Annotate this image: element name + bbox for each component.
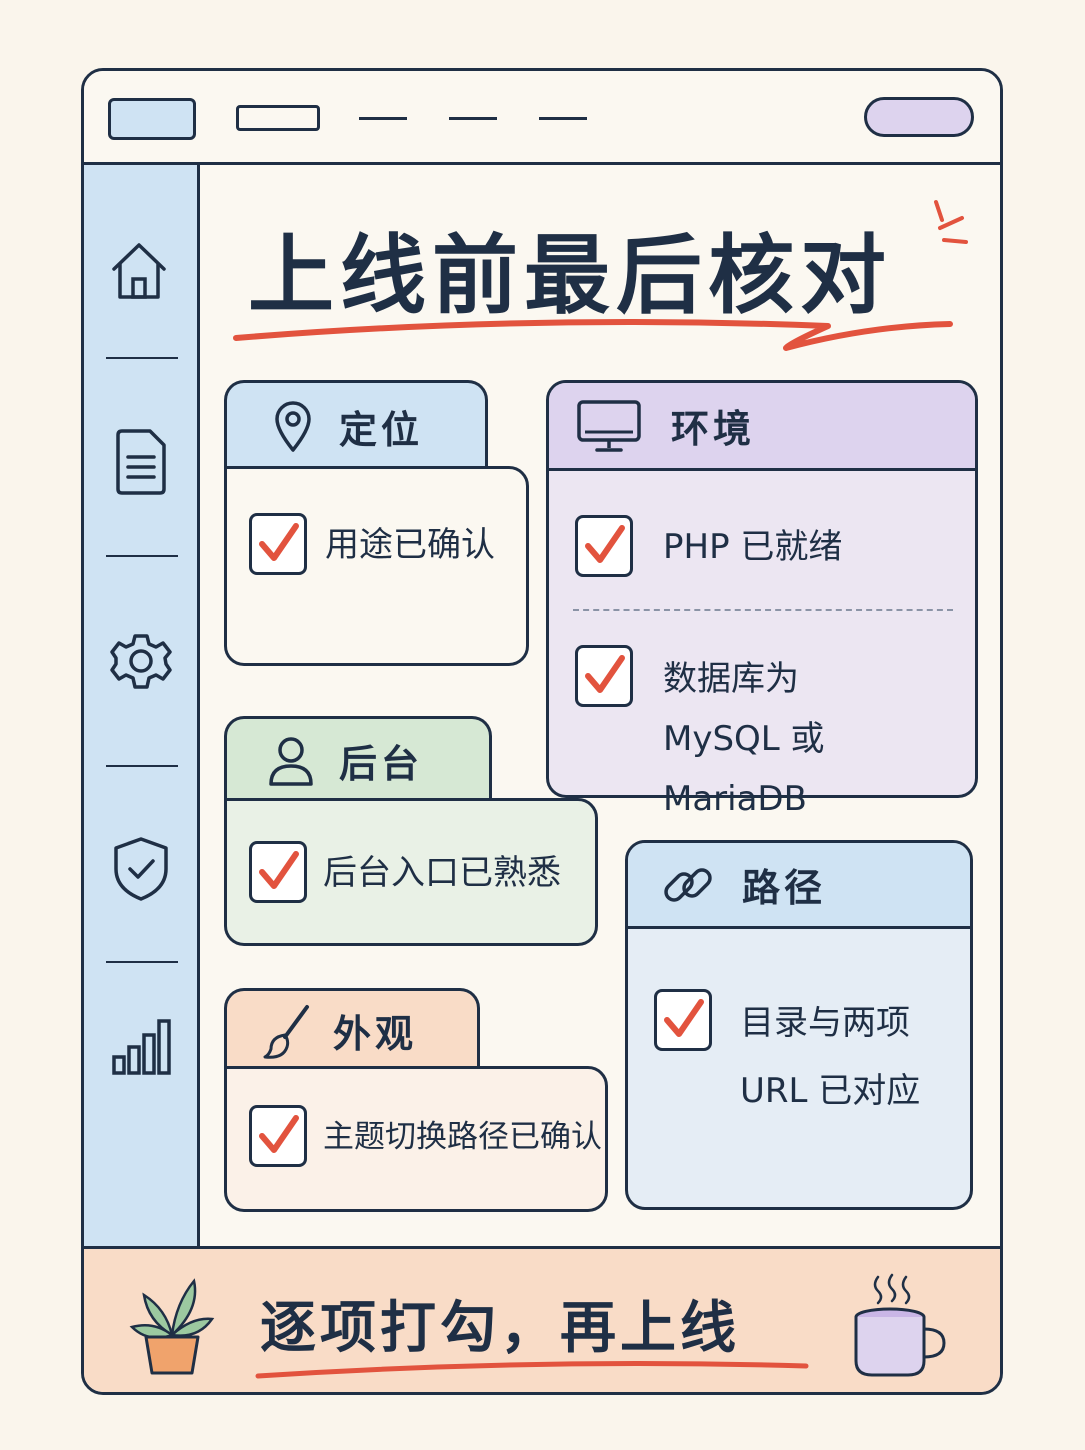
checkbox-checked[interactable] <box>575 645 633 707</box>
card-path: 路径 目录与两项 URL 已对应 <box>625 840 973 1210</box>
checkbox-checked[interactable] <box>575 515 633 577</box>
sidebar-divider <box>106 555 178 557</box>
checkbox-checked[interactable] <box>249 841 307 903</box>
tab-path[interactable]: 路径 <box>628 843 970 929</box>
check-item-label: 用途已确认 <box>325 525 495 565</box>
coffee-cup-icon <box>854 1273 946 1377</box>
title-decoration <box>233 200 968 351</box>
home-icon[interactable] <box>108 235 170 305</box>
check-item-label: 主题切换路径已确认 <box>323 1119 602 1155</box>
document-icon[interactable] <box>112 427 170 497</box>
nav-bar-placeholder[interactable] <box>236 105 320 131</box>
tab-appearance[interactable]: 外观 <box>224 988 480 1070</box>
paintbrush-icon <box>263 1004 309 1059</box>
nav-line[interactable] <box>359 117 407 120</box>
check-item-label: PHP 已就绪 <box>663 527 843 567</box>
check-item-label: URL 已对应 <box>740 1071 921 1111</box>
user-icon <box>269 736 313 786</box>
gear-icon[interactable] <box>108 631 174 697</box>
monitor-icon <box>577 399 641 452</box>
tab-backend[interactable]: 后台 <box>224 716 492 802</box>
sidebar-divider <box>106 765 178 767</box>
dashed-divider <box>573 609 953 611</box>
logo-block[interactable] <box>108 98 196 140</box>
card-positioning: 用途已确认 <box>224 466 529 666</box>
check-item-label: 数据库为 <box>663 659 799 699</box>
nav-line[interactable] <box>449 117 497 120</box>
sidebar <box>84 165 200 1246</box>
shield-check-icon[interactable] <box>110 833 172 905</box>
card-environment: 环境 PHP 已就绪 数据库为 MySQL 或 MariaDB <box>546 380 978 819</box>
card-backend: 后台入口已熟悉 <box>224 798 598 946</box>
section-title: 外观 <box>333 1012 418 1056</box>
nav-line[interactable] <box>539 117 587 120</box>
tab-positioning[interactable]: 定位 <box>224 380 488 470</box>
page-title: 上线前最后核对 <box>248 226 892 326</box>
check-item-label: 后台入口已熟悉 <box>323 853 561 893</box>
sidebar-divider <box>106 961 178 963</box>
plant-icon <box>129 1278 215 1375</box>
section-title: 环境 <box>671 407 756 451</box>
footer-underline <box>255 1361 809 1379</box>
link-icon <box>664 867 712 902</box>
footer-slogan: 逐项打勾，再上线 <box>260 1296 740 1361</box>
footer-banner <box>84 1246 1000 1392</box>
checkbox-checked[interactable] <box>249 513 307 575</box>
check-item-label: MySQL 或 MariaDB <box>663 719 825 819</box>
check-item-label: 目录与两项 <box>740 1003 910 1043</box>
section-title: 定位 <box>339 408 424 452</box>
section-title: 后台 <box>339 742 424 786</box>
checkbox-checked[interactable] <box>654 989 712 1051</box>
tab-environment[interactable]: 环境 <box>549 383 975 471</box>
location-pin-icon <box>275 400 311 452</box>
user-pill-button[interactable] <box>864 97 974 137</box>
bar-chart-icon[interactable] <box>110 1015 174 1079</box>
checkbox-checked[interactable] <box>249 1105 307 1167</box>
top-bar <box>84 71 1000 165</box>
section-title: 路径 <box>742 866 827 910</box>
sidebar-divider <box>106 357 178 359</box>
card-appearance: 主题切换路径已确认 <box>224 1066 608 1212</box>
